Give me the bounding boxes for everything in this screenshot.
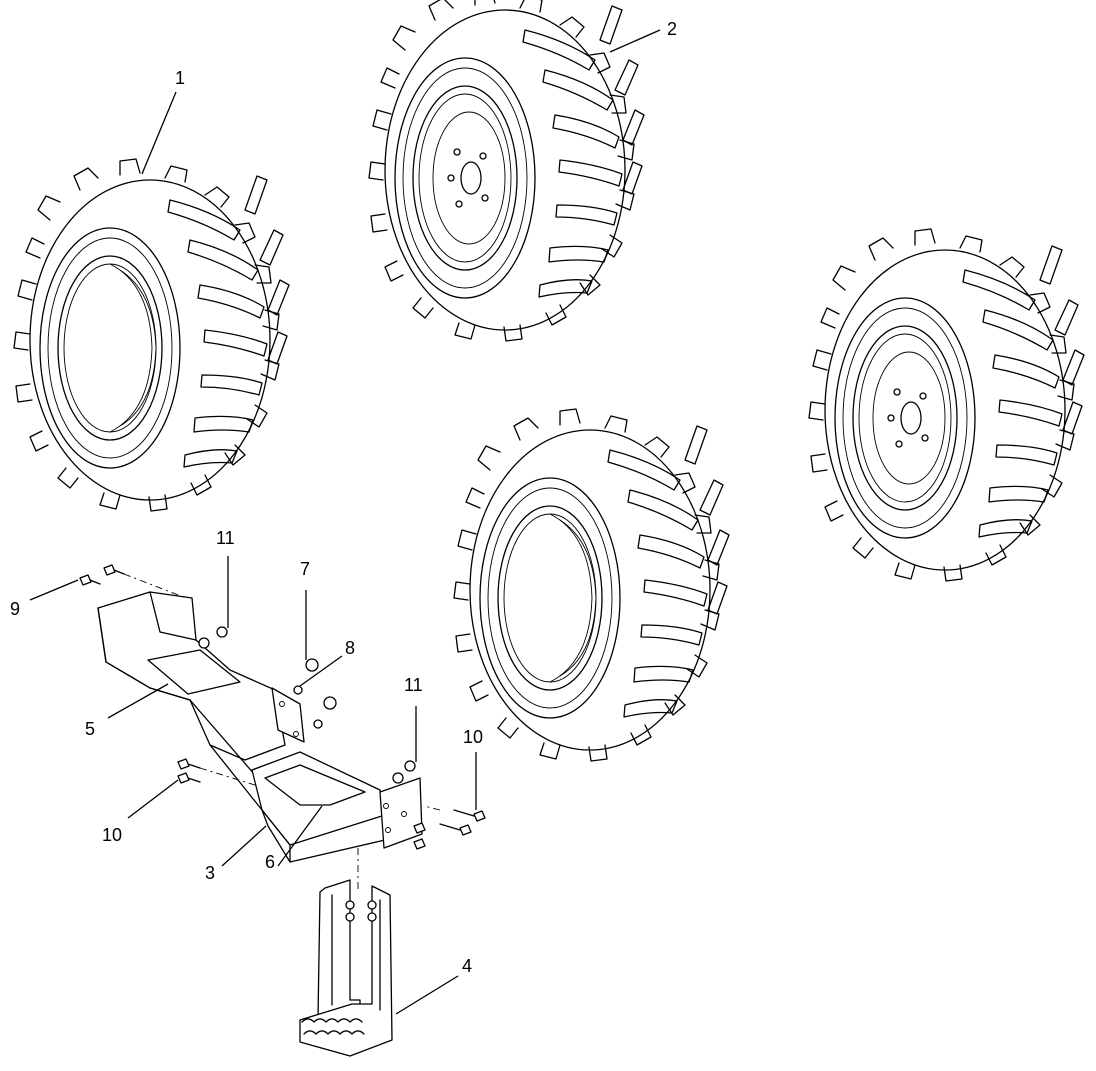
tire-lower-center bbox=[453, 408, 730, 762]
callout-1: 1 bbox=[175, 68, 185, 88]
callout-10-left: 10 bbox=[102, 825, 122, 845]
bolt-9-lower bbox=[79, 574, 101, 586]
nut-11-upper bbox=[198, 626, 228, 649]
callout-11-upper: 11 bbox=[216, 528, 235, 548]
bolt-10-left-lower bbox=[177, 772, 201, 784]
leader-lines bbox=[29, 29, 661, 1015]
alignment-lines bbox=[123, 573, 441, 890]
callout-labels: 1 2 3 4 5 6 7 8 9 10 10 11 11 bbox=[10, 19, 677, 976]
callout-3: 3 bbox=[205, 863, 215, 883]
bolt-10-left-upper bbox=[177, 758, 201, 770]
bolt-10-right-2 bbox=[439, 823, 472, 836]
bolt-10-right-3 bbox=[413, 822, 426, 834]
callout-8: 8 bbox=[345, 638, 355, 658]
step-bracket bbox=[97, 591, 423, 863]
bolt-10-right-1 bbox=[453, 809, 486, 822]
callout-11-right: 11 bbox=[404, 675, 423, 695]
callout-5: 5 bbox=[85, 719, 95, 739]
cap-7 bbox=[305, 658, 337, 710]
callout-4: 4 bbox=[462, 956, 472, 976]
callout-6: 6 bbox=[265, 852, 275, 872]
hardware-bolts bbox=[79, 564, 486, 850]
callout-7: 7 bbox=[300, 559, 310, 579]
nut-8 bbox=[293, 685, 323, 729]
callout-9: 9 bbox=[10, 599, 20, 619]
bolt-10-right-4 bbox=[413, 838, 426, 850]
tire-top bbox=[368, 0, 645, 342]
callout-2: 2 bbox=[667, 19, 677, 39]
bolt-9-upper bbox=[103, 564, 125, 576]
tire-right bbox=[808, 228, 1085, 582]
callout-10-right: 10 bbox=[463, 727, 483, 747]
step-ladder bbox=[299, 879, 393, 1057]
nut-11-right bbox=[392, 760, 416, 784]
tire-left bbox=[13, 158, 290, 512]
